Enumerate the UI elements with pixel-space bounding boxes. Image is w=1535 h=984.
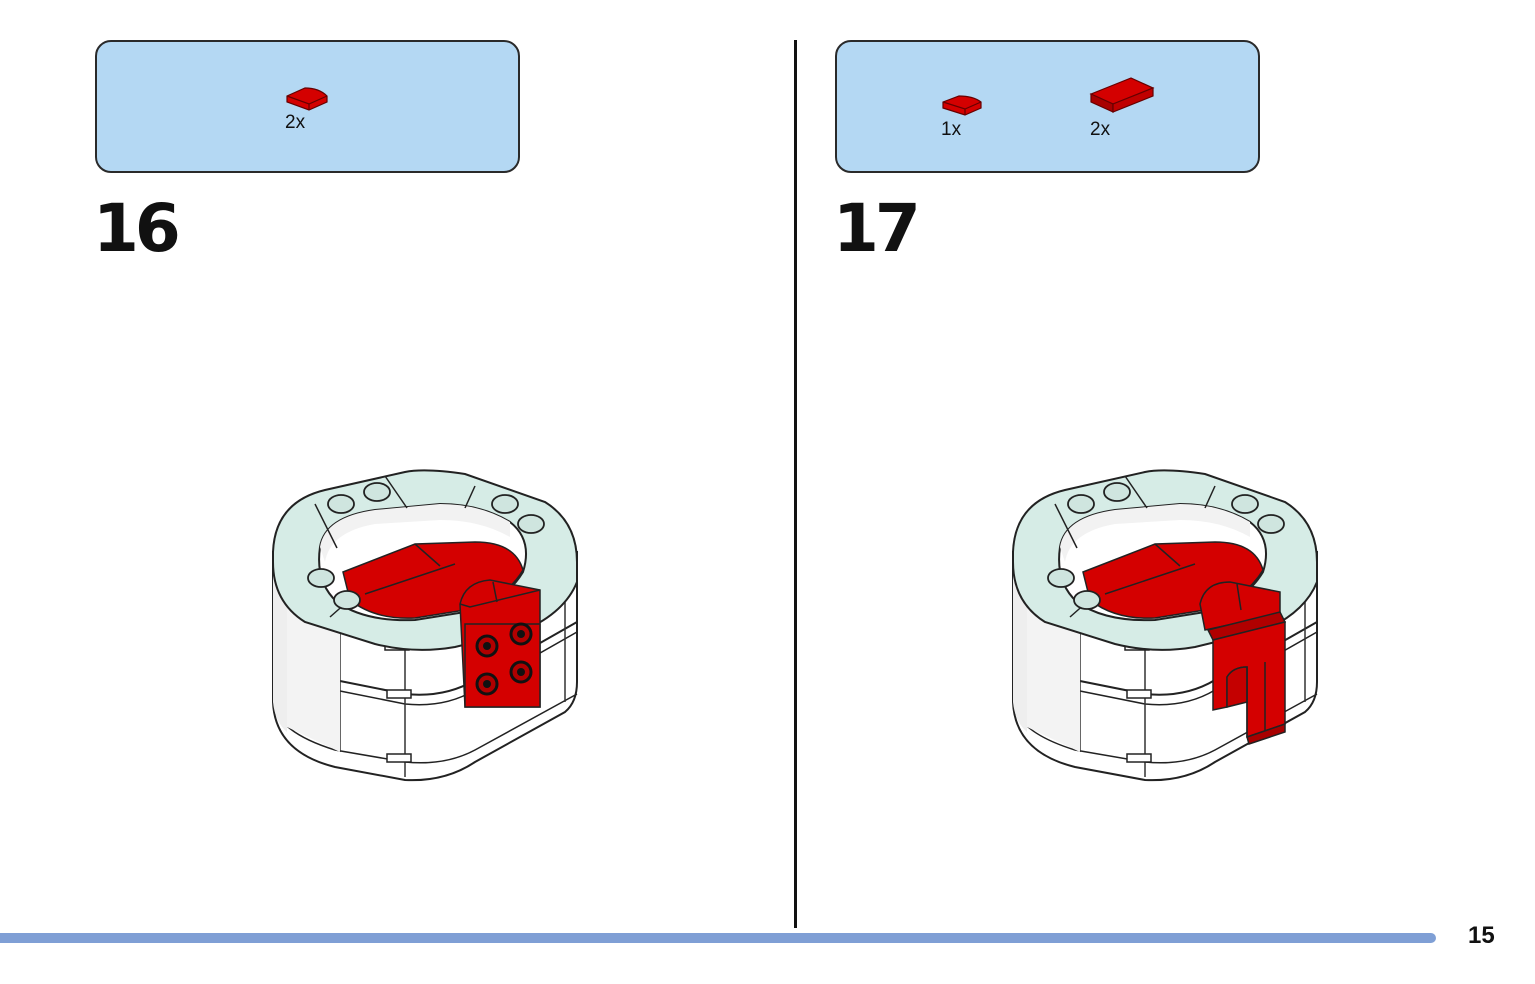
red-curved-tile-icon <box>942 95 982 116</box>
parts-callout-step-17: 1x 2x <box>835 40 1260 173</box>
build-model-step-16 <box>272 469 578 782</box>
step-number-17: 17 <box>833 190 921 267</box>
part-quantity: 2x <box>285 112 306 133</box>
part-quantity: 2x <box>1090 119 1111 140</box>
red-flat-tile-icon <box>1089 77 1155 113</box>
step-number-16: 16 <box>93 190 181 267</box>
parts-callout-step-16: 2x <box>95 40 520 173</box>
step-divider <box>794 40 797 928</box>
page-number: 15 <box>1468 922 1495 949</box>
page-progress-bar <box>0 933 1436 943</box>
red-curved-tile-icon <box>286 87 328 111</box>
build-model-step-17 <box>1012 469 1318 782</box>
part-quantity: 1x <box>941 119 962 140</box>
